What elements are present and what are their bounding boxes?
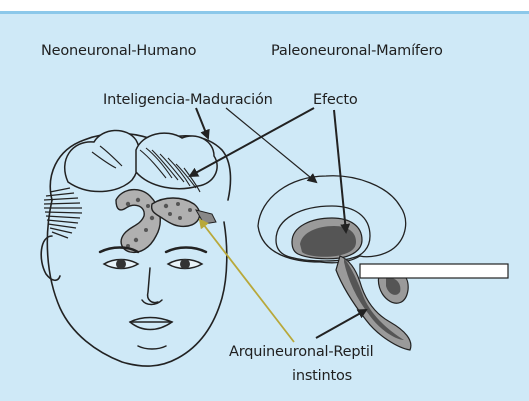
label-neoneuronal: Neoneuronal-Humano	[41, 43, 196, 59]
label-arquineuronal: Arquineuronal-Reptil	[229, 344, 374, 360]
face-details	[100, 248, 206, 350]
yellow-arrow	[200, 220, 294, 342]
mouth	[130, 318, 172, 330]
label-paleoneuronal: Paleoneuronal-Mamífero	[271, 43, 443, 59]
spinal-tube	[360, 264, 508, 278]
nose	[142, 268, 162, 305]
label-instintos: instintos	[292, 368, 352, 384]
right-brow	[166, 248, 206, 253]
label-efecto: Efecto	[313, 92, 358, 108]
sagittal-brain	[258, 176, 508, 350]
label-inteligencia: Inteligencia-Maduración	[103, 92, 273, 108]
